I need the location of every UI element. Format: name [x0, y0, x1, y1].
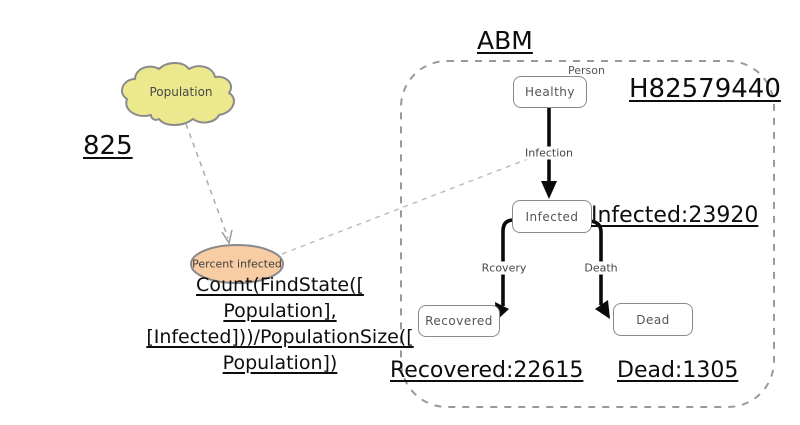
- percent-infected-ellipse[interactable]: [190, 244, 284, 284]
- formula-line: Population]): [222, 352, 338, 374]
- transition-recovery-arrow[interactable]: [501, 218, 513, 306]
- abm-title: ABM: [477, 26, 533, 55]
- formula-line: Population],: [223, 300, 337, 322]
- counter-dead: Dead:1305: [617, 358, 739, 383]
- population-value: 825: [83, 131, 133, 161]
- population-cloud-shape[interactable]: [120, 62, 235, 126]
- percent-infected-formula: Count(FindState([ Population], [Infected…: [80, 272, 480, 376]
- counter-infected: Infected:23920: [591, 203, 759, 228]
- reference-arrow-population-to-percent: [185, 123, 229, 239]
- state-box-dead[interactable]: Dead: [613, 303, 693, 336]
- transition-death-arrow[interactable]: [589, 219, 603, 305]
- population-cloud-label: Population: [149, 85, 213, 99]
- state-box-recovered[interactable]: Recovered: [418, 305, 500, 337]
- state-box-infected[interactable]: Infected: [512, 200, 592, 233]
- state-label-dead: Dead: [636, 312, 670, 327]
- percent-infected-label: Percent infected: [192, 257, 282, 271]
- transition-death-arrowhead: [595, 300, 610, 319]
- transition-label-recovery: Rcovery: [479, 261, 529, 275]
- state-label-recovered: Recovered: [425, 314, 493, 328]
- state-label-healthy: Healthy: [524, 85, 575, 99]
- formula-line: Count(FindState([: [196, 274, 364, 296]
- reference-arrowhead: [221, 229, 233, 245]
- abm-id-label: H82579440: [629, 74, 781, 104]
- transition-label-death: Death: [582, 261, 620, 275]
- person-agent-label: Person: [568, 64, 605, 77]
- counter-recovered: Recovered:22615: [390, 358, 584, 383]
- transition-label-infection: Infection: [523, 146, 575, 160]
- formula-line: [Infected]))/PopulationSize([: [146, 326, 414, 348]
- state-box-healthy[interactable]: Healthy: [513, 76, 587, 108]
- abm-container-outline: [400, 60, 775, 408]
- reference-line-percent-to-infection: [281, 156, 534, 255]
- state-label-infected: Infected: [525, 209, 579, 224]
- transition-infection-arrowhead: [541, 181, 557, 199]
